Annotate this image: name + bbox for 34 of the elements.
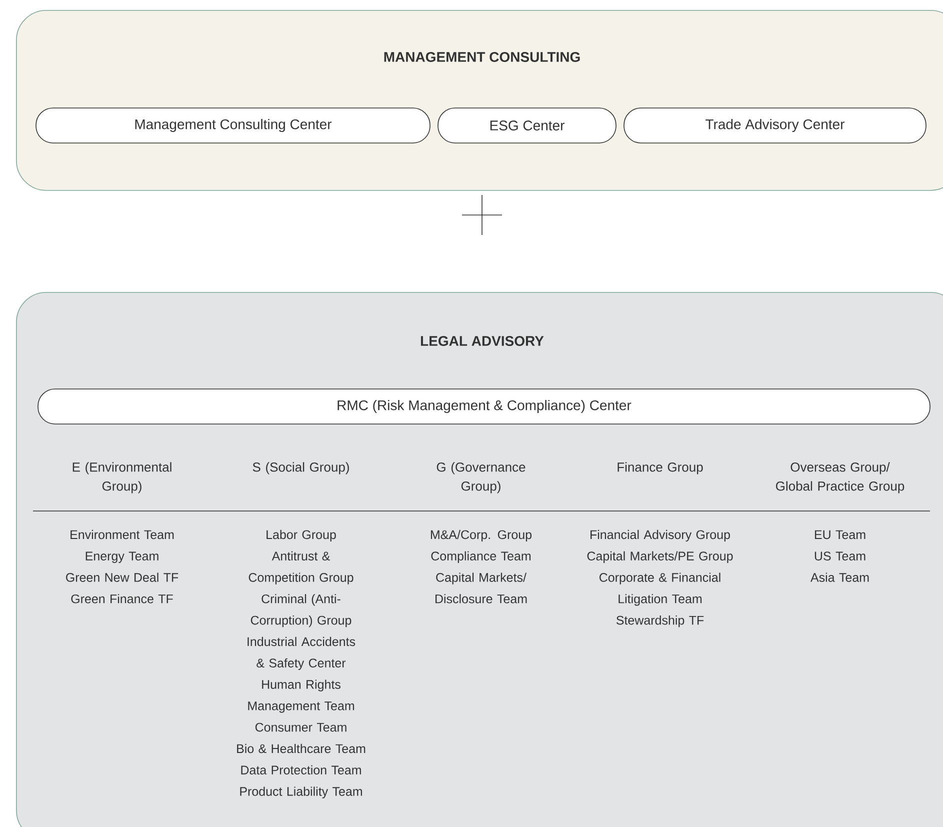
team-name: Stewardship TF: [616, 616, 704, 628]
column-heading: Overseas Group/ Global Practice Group: [776, 462, 904, 494]
column-heading: S (Social Group): [252, 462, 349, 474]
column-heading: Finance Group: [618, 462, 703, 474]
center-pill: Trade Advisory Center: [624, 108, 926, 144]
team-name: Labor Group: [266, 530, 336, 542]
section-heading: LEGAL ADVISORY: [420, 336, 544, 346]
team-name: Asia Team: [810, 572, 869, 582]
team-name: Criminal (Anti-Corruption) Group: [250, 594, 352, 628]
section-heading: MANAGEMENT CONSULTING: [384, 52, 580, 62]
team-name: Bio & Healthcare Team: [237, 744, 366, 754]
team-name: Capital Markets/PE Group: [587, 551, 733, 563]
column-heading: G (Governance Group): [436, 462, 526, 494]
team-name: Human Rights Management Team: [248, 680, 354, 713]
column-heading: E (Environmental Group): [72, 462, 172, 494]
team-name: Environment Team: [70, 530, 174, 540]
team-name: Consumer Team: [255, 722, 346, 732]
center-pill: Management Consulting Center: [36, 108, 430, 144]
team-name: Data Protection Team: [241, 765, 361, 774]
team-name: Corporate & Financial Litigation Team: [600, 572, 720, 606]
team-name: Financial Advisory Group: [590, 530, 730, 542]
team-name: Compliance Team: [431, 551, 531, 563]
team-name: US Team: [814, 552, 866, 560]
team-name: Antitrust & Competition Group: [248, 551, 354, 584]
team-name: Green Finance TF: [71, 594, 173, 604]
center-pill: RMC (Risk Management & Compliance) Center: [38, 388, 930, 424]
team-name: Energy Team: [86, 552, 158, 563]
team-name: Industrial Accidents & Safety Center: [248, 636, 356, 670]
team-name: Green New Deal TF: [66, 572, 178, 582]
center-pill: ESG Center: [438, 108, 616, 144]
team-name: EU Team: [814, 530, 866, 540]
team-name: M&A/Corp. Group: [430, 530, 532, 542]
team-name: Product Liability Team: [240, 786, 362, 798]
team-name: Capital Markets/ Disclosure Team: [435, 572, 527, 604]
